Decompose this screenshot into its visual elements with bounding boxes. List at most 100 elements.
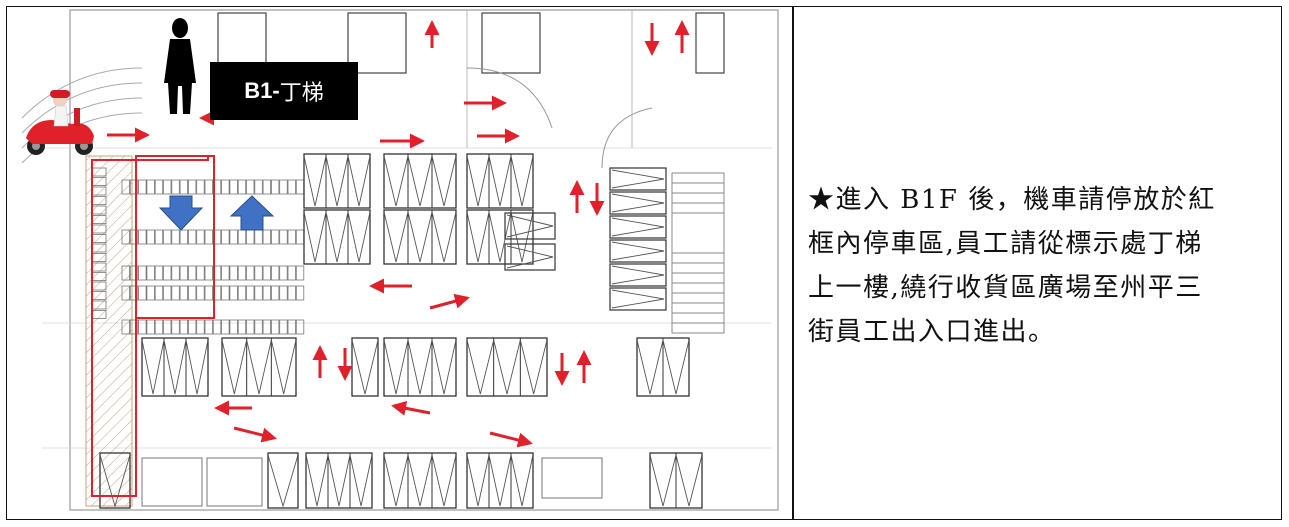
- scooter-slot: [138, 265, 147, 281]
- scooter-slot: [270, 319, 280, 335]
- scooter-slot: [287, 285, 296, 301]
- stall-group: [383, 452, 457, 509]
- scooter-slot: [121, 319, 130, 335]
- scooter-slot: [287, 319, 296, 335]
- scooter-slot: [237, 319, 247, 335]
- scooter-slot: [138, 179, 147, 195]
- up-arrow-icon: [229, 195, 275, 231]
- scooter-slot: [295, 265, 305, 281]
- scooter-slot: [270, 229, 280, 245]
- stall-group: [466, 209, 534, 265]
- scooter-slot: [129, 285, 139, 301]
- building-outline: [69, 9, 779, 511]
- scooter-slot: [146, 319, 155, 335]
- elevator-label-name: 丁梯: [279, 80, 324, 105]
- scooter-slot: [295, 229, 305, 245]
- scooter-slot: [163, 179, 172, 195]
- scooter-slot: [196, 285, 205, 301]
- down-arrow-icon: [158, 195, 204, 231]
- scooter-slot: [187, 319, 197, 335]
- stall-group: [466, 452, 534, 509]
- scooter-slot: [196, 179, 205, 195]
- scooter-slot: [262, 179, 272, 195]
- scooter-slot: [262, 229, 272, 245]
- scooter-slot: [221, 265, 230, 281]
- scooter-slot: [146, 265, 155, 281]
- scooter-slot: [129, 265, 139, 281]
- scooter-slot: [171, 285, 180, 301]
- person-icon: [164, 18, 196, 114]
- scooter-slot: [154, 229, 164, 245]
- stall-group: [466, 153, 534, 209]
- scooter-slot: [121, 265, 130, 281]
- scooter-slot: [237, 229, 247, 245]
- stall-group: [303, 209, 371, 265]
- scooter-slot: [121, 179, 130, 195]
- notice-line: 框內停車區,員工請從標示處丁梯: [808, 229, 1203, 259]
- scooter-slot: [229, 319, 238, 335]
- scooter-slot: [262, 319, 272, 335]
- stairwell: [671, 172, 725, 334]
- car-parking-stalls: [99, 153, 703, 509]
- notice-line: 街員工出入口進出。: [808, 317, 1056, 347]
- scooter-slot: [221, 285, 230, 301]
- stall-group: [221, 337, 297, 397]
- parking-floor-plan: [12, 8, 788, 516]
- scooter-slot: [171, 265, 180, 281]
- scooter-slot: [279, 229, 288, 245]
- scooter-slot: [221, 179, 230, 195]
- scooter-slot: [196, 229, 205, 245]
- scooter-slot: [187, 179, 197, 195]
- scooter-slot: [287, 179, 296, 195]
- scooter-slot: [279, 285, 288, 301]
- notice-line: 上一樓,繞行收貨區廣場至州平三: [808, 273, 1203, 303]
- scooter-slot: [287, 229, 296, 245]
- scooter-slot: [287, 265, 296, 281]
- scooter-slot: [171, 229, 180, 245]
- scooter-slot: [204, 179, 213, 195]
- scooter-slot: [129, 319, 139, 335]
- stall-group: [303, 153, 371, 209]
- scooter-slot: [179, 319, 189, 335]
- scooter-slot: [246, 229, 255, 245]
- scooter-slot: [171, 319, 180, 335]
- scooter-slot: [270, 285, 280, 301]
- scooter-slot: [270, 179, 280, 195]
- scooter-slot: [229, 229, 238, 245]
- scooter-slot: [187, 265, 197, 281]
- scooter-slot: [229, 285, 238, 301]
- scooter-slot: [246, 319, 255, 335]
- stall-group: [267, 452, 299, 509]
- scooter-slot: [279, 179, 288, 195]
- stall-group: [383, 153, 457, 209]
- scooter-slot: [254, 265, 263, 281]
- stall-group: [636, 337, 690, 397]
- scooter-slot: [121, 229, 130, 245]
- scooter-slot: [163, 229, 172, 245]
- scooter-slot: [163, 265, 172, 281]
- scooter-slot: [163, 285, 172, 301]
- traffic-arrows: [107, 20, 690, 448]
- scooter-slot: [204, 285, 213, 301]
- scooter-slot: [229, 265, 238, 281]
- scooter-parking-rows: [91, 167, 305, 335]
- notice-line: ★進入 B1F 後，機車請停放於紅: [808, 185, 1216, 215]
- scooter-slot: [237, 179, 247, 195]
- scooter-slot: [179, 179, 189, 195]
- scooter-slot: [154, 285, 164, 301]
- scooter-slot: [246, 265, 255, 281]
- stall-group: [466, 337, 548, 397]
- scooter-slot: [295, 285, 305, 301]
- stall-group: [383, 209, 457, 265]
- scooter-slot: [196, 319, 205, 335]
- traffic-arrow: [233, 426, 277, 443]
- stall-group: [305, 452, 373, 509]
- traffic-arrow: [429, 293, 470, 310]
- scooter-slot: [279, 319, 288, 335]
- scooter-slot: [179, 285, 189, 301]
- frame-divider: [792, 6, 794, 520]
- scooter-slot: [246, 285, 255, 301]
- scooter-slot: [254, 229, 263, 245]
- scooter-slot: [270, 265, 280, 281]
- scooter-slot: [138, 285, 147, 301]
